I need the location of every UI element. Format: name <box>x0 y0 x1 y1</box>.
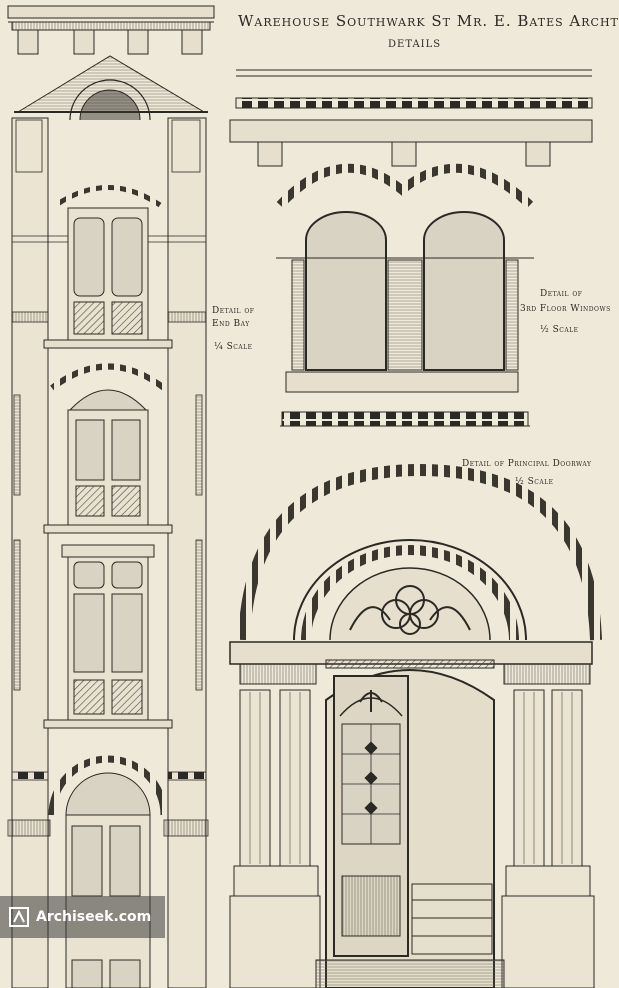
doorway-caption-line-1: Detail of Principal Doorway <box>462 459 592 469</box>
end-bay-caption-line-1: Detail of <box>212 306 255 316</box>
doorway-caption-scale: ½ Scale <box>515 477 554 487</box>
archiseek-watermark[interactable]: Archiseek.com <box>0 896 165 938</box>
quatrefoil-ornament <box>349 585 471 635</box>
end-bay-elevation <box>7 5 215 988</box>
drawing-sheet: Warehouse Southwark St Mr. E. Bates Arch… <box>0 5 618 988</box>
elevation-drawing <box>7 5 602 988</box>
archiseek-logo-icon <box>9 907 29 927</box>
fleur-ornament <box>359 690 383 712</box>
end-bay-caption-scale: ¼ Scale <box>214 342 253 352</box>
third-floor-windows-detail <box>229 69 593 427</box>
sheet-title: Warehouse Southwark St Mr. E. Bates Arch… <box>238 12 619 30</box>
windows-caption-scale: ½ Scale <box>540 325 579 335</box>
watermark-text: Archiseek.com <box>36 909 152 925</box>
windows-caption-line-2: 3rd Floor Windows <box>520 304 611 314</box>
windows-caption-line-1: Detail of <box>540 289 583 299</box>
sheet-subtitle: DETAILS <box>388 39 442 50</box>
principal-doorway-detail <box>229 463 602 988</box>
end-bay-caption-line-2: End Bay <box>212 319 250 329</box>
